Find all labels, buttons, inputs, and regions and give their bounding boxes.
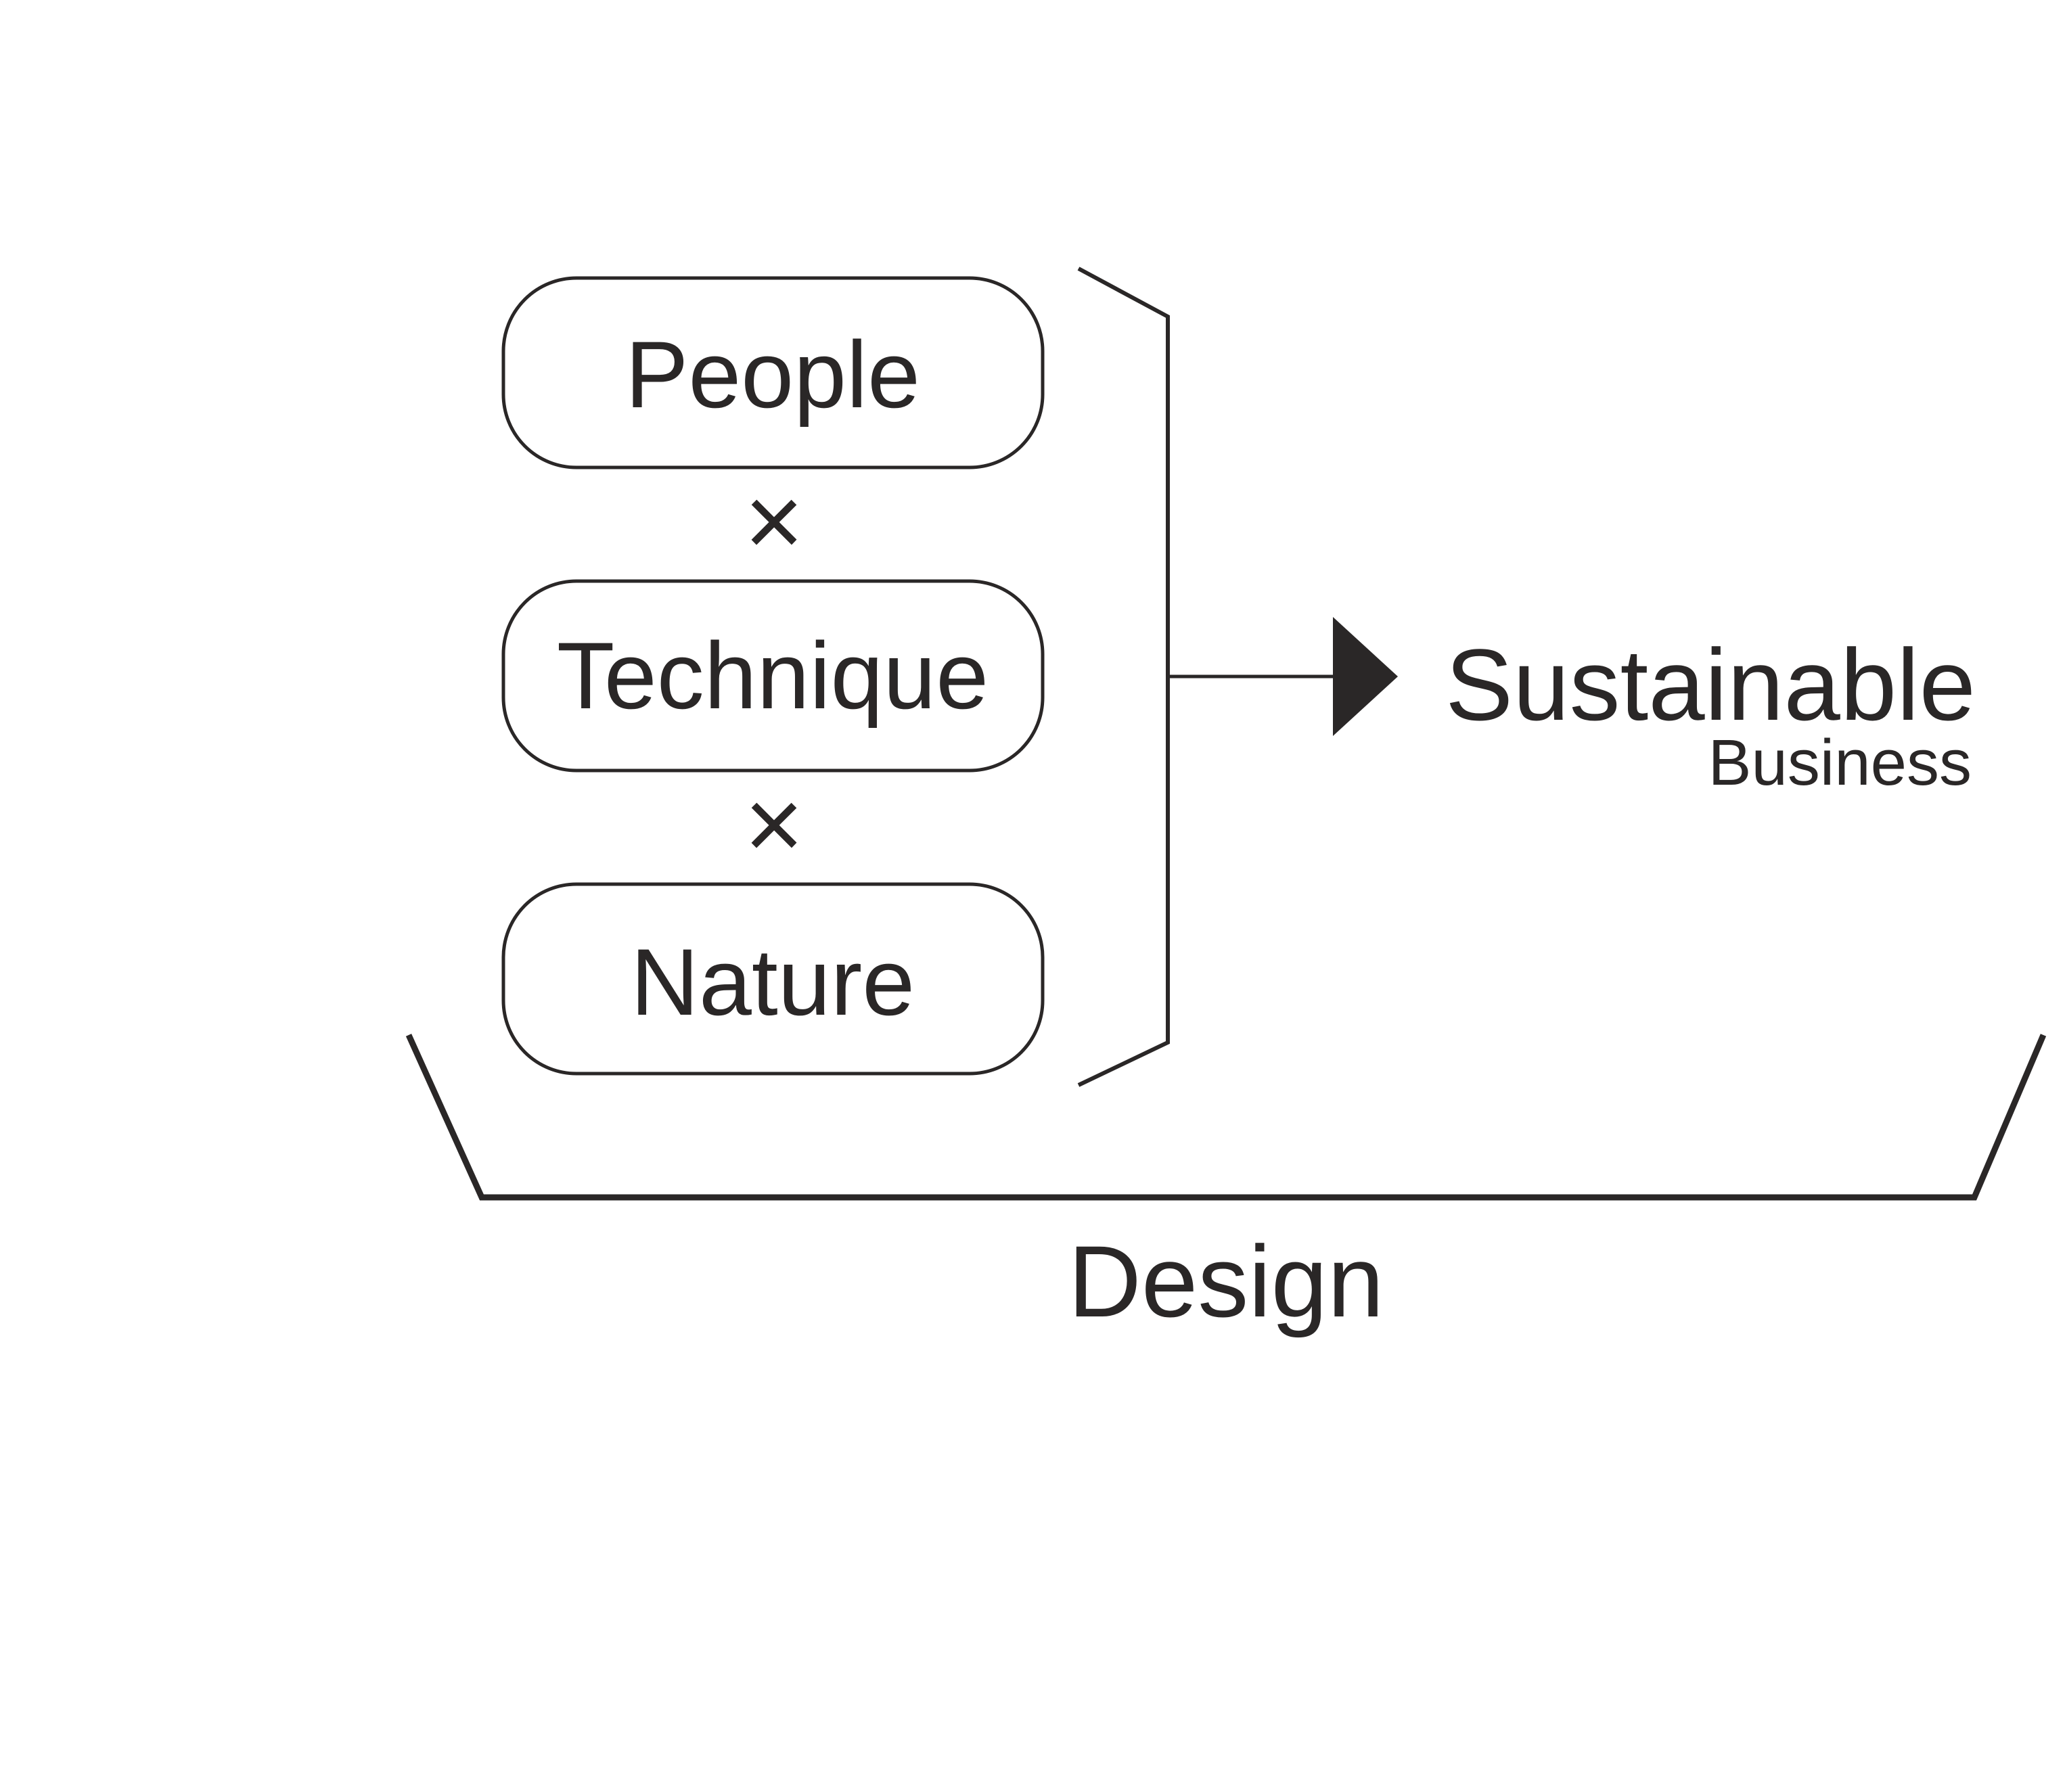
multiply-icon: ×	[744, 464, 804, 578]
foundation-label: Design	[1068, 1224, 1384, 1338]
factor-people: People	[501, 276, 1045, 469]
factor-technique-label: Technique	[557, 622, 989, 729]
factor-people-label: People	[625, 321, 920, 428]
factor-people-box	[501, 276, 1045, 469]
multiply-icon: ×	[744, 767, 804, 881]
factor-technique: Technique	[501, 579, 1045, 773]
factor-nature-label: Nature	[631, 929, 915, 1035]
result-title: Sustainable	[1445, 628, 1976, 741]
grouping-bracket	[1077, 267, 1170, 1087]
factor-technique-box	[501, 579, 1045, 773]
result-subtitle: Business	[1708, 727, 1972, 799]
factor-nature: Nature	[501, 882, 1045, 1076]
factor-nature-box	[501, 882, 1045, 1076]
foundation-bracket	[405, 1034, 2047, 1201]
arrow-head-icon	[1333, 617, 1398, 736]
